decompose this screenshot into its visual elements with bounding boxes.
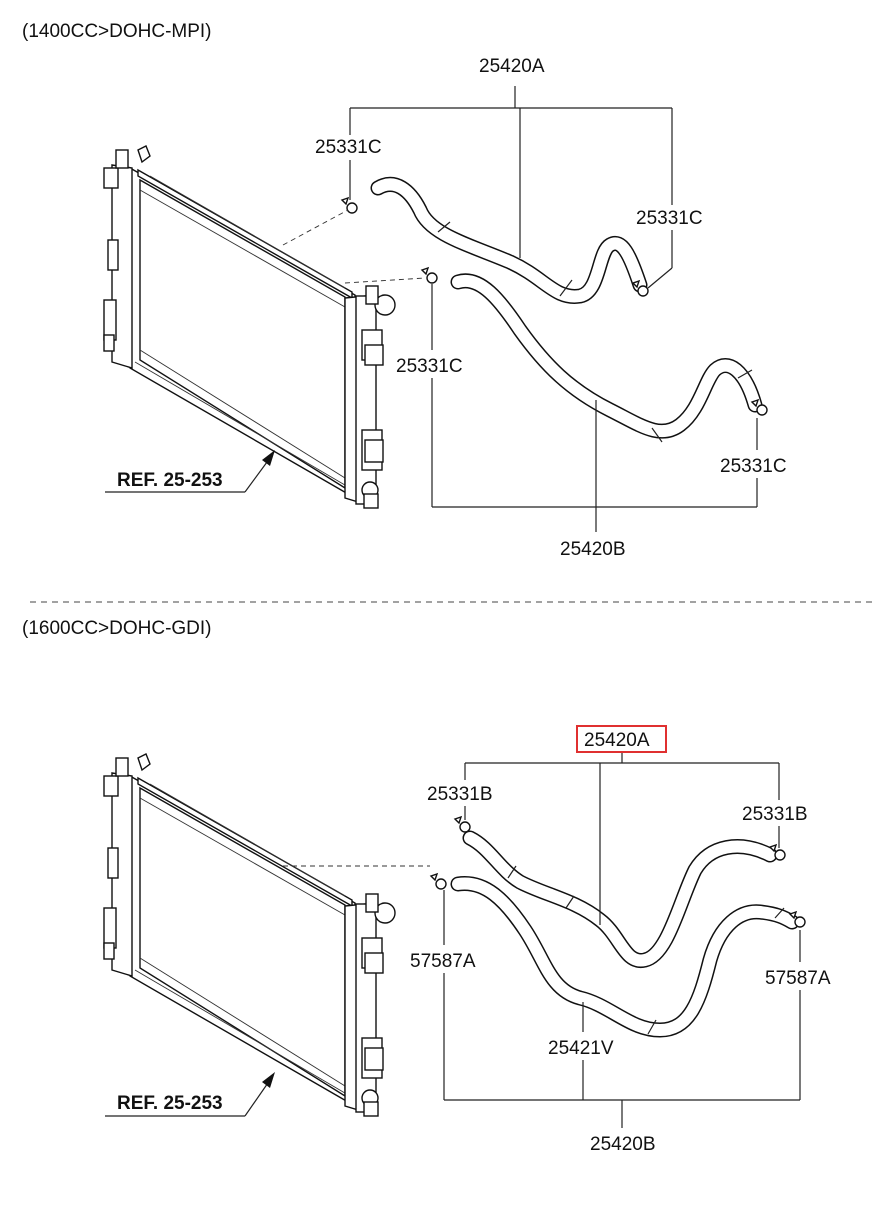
section-1-hose-a [370,176,648,304]
section-1-label-clamp-top-left: 25331C [315,137,382,158]
section-1-title: (1400CC>DOHC-MPI) [22,21,212,42]
section-1-radiator [103,145,396,509]
section-2-radiator [103,753,396,1117]
section-1-label-clamp-mid-left: 25331C [396,356,463,377]
section-2-label-clamp-top-left: 25331B [427,784,493,805]
section-2-label-clamp-lower-right: 57587A [765,968,831,989]
section-2-title: (1600CC>DOHC-GDI) [22,618,212,639]
section-2-ref-label: REF. 25-253 [117,1093,223,1114]
section-1-ref-label: REF. 25-253 [117,470,223,491]
section-2-label-hose-v: 25421V [548,1038,614,1059]
section-2-ref-arrow [105,1072,275,1117]
section-1-label-hose-a: 25420A [479,56,545,77]
section-1-label-clamp-mid-right: 25331C [720,456,787,477]
section-1-hose-b [450,273,763,443]
section-1-label-clamp-top-right: 25331C [636,208,703,229]
section-2-leaders [443,752,801,1128]
section-1-ref-arrow [105,450,275,493]
section-2-label-clamp-top-right: 25331B [742,804,808,825]
highlight-box [576,725,667,753]
section-2-label-hose-b: 25420B [590,1134,656,1155]
section-2-hose-v [450,876,800,1038]
section-2-label-hose-a[interactable]: 25420A [584,730,650,751]
section-2-hose-a [462,830,778,968]
section-1-leaders [349,86,758,532]
section-1-label-hose-b: 25420B [560,539,626,560]
section-2-label-clamp-lower-left: 57587A [410,951,476,972]
